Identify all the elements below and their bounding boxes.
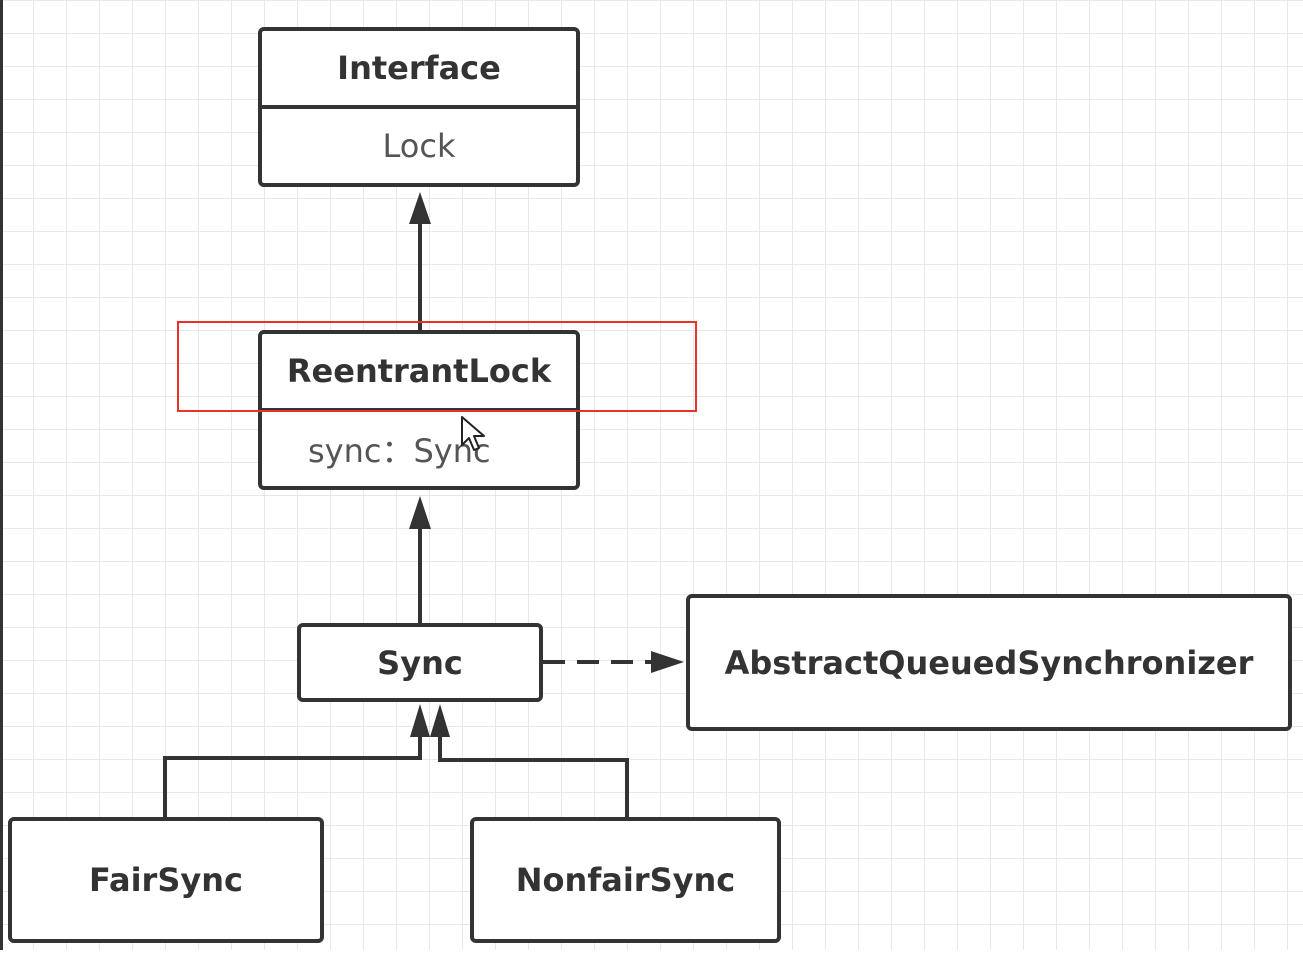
- sync-label: Sync: [377, 643, 463, 682]
- interface-body: Lock: [382, 127, 456, 165]
- reentrantlock-header: ReentrantLock: [286, 352, 552, 390]
- arrowhead-interface: [409, 192, 431, 224]
- highlight-rectangle: [177, 321, 697, 412]
- edge-nonfairsync-to-sync: [438, 735, 629, 817]
- arrowhead-sync-fair: [410, 704, 430, 737]
- nonfairsync-node[interactable]: NonfairSync: [470, 817, 781, 943]
- aqs-node[interactable]: AbstractQueuedSynchronizer: [686, 594, 1292, 731]
- reentrantlock-field: sync：Sync: [308, 432, 491, 470]
- mouse-cursor-icon: [461, 416, 485, 451]
- bottom-margin: [0, 950, 1303, 965]
- interface-header: Interface: [337, 49, 501, 87]
- interface-divider: [262, 105, 576, 109]
- arrowhead-aqs: [651, 651, 684, 673]
- arrowhead-reentrantlock: [409, 496, 431, 529]
- arrowhead-sync-nonfair: [430, 704, 450, 737]
- interface-lock-node[interactable]: Interface Lock: [258, 27, 580, 187]
- left-border-line: [0, 0, 3, 950]
- edge-fairsync-to-sync: [163, 735, 422, 817]
- sync-node[interactable]: Sync: [297, 623, 543, 702]
- fairsync-node[interactable]: FairSync: [8, 817, 324, 943]
- aqs-label: AbstractQueuedSynchronizer: [724, 643, 1254, 682]
- nonfairsync-label: NonfairSync: [515, 861, 736, 899]
- fairsync-label: FairSync: [89, 861, 243, 899]
